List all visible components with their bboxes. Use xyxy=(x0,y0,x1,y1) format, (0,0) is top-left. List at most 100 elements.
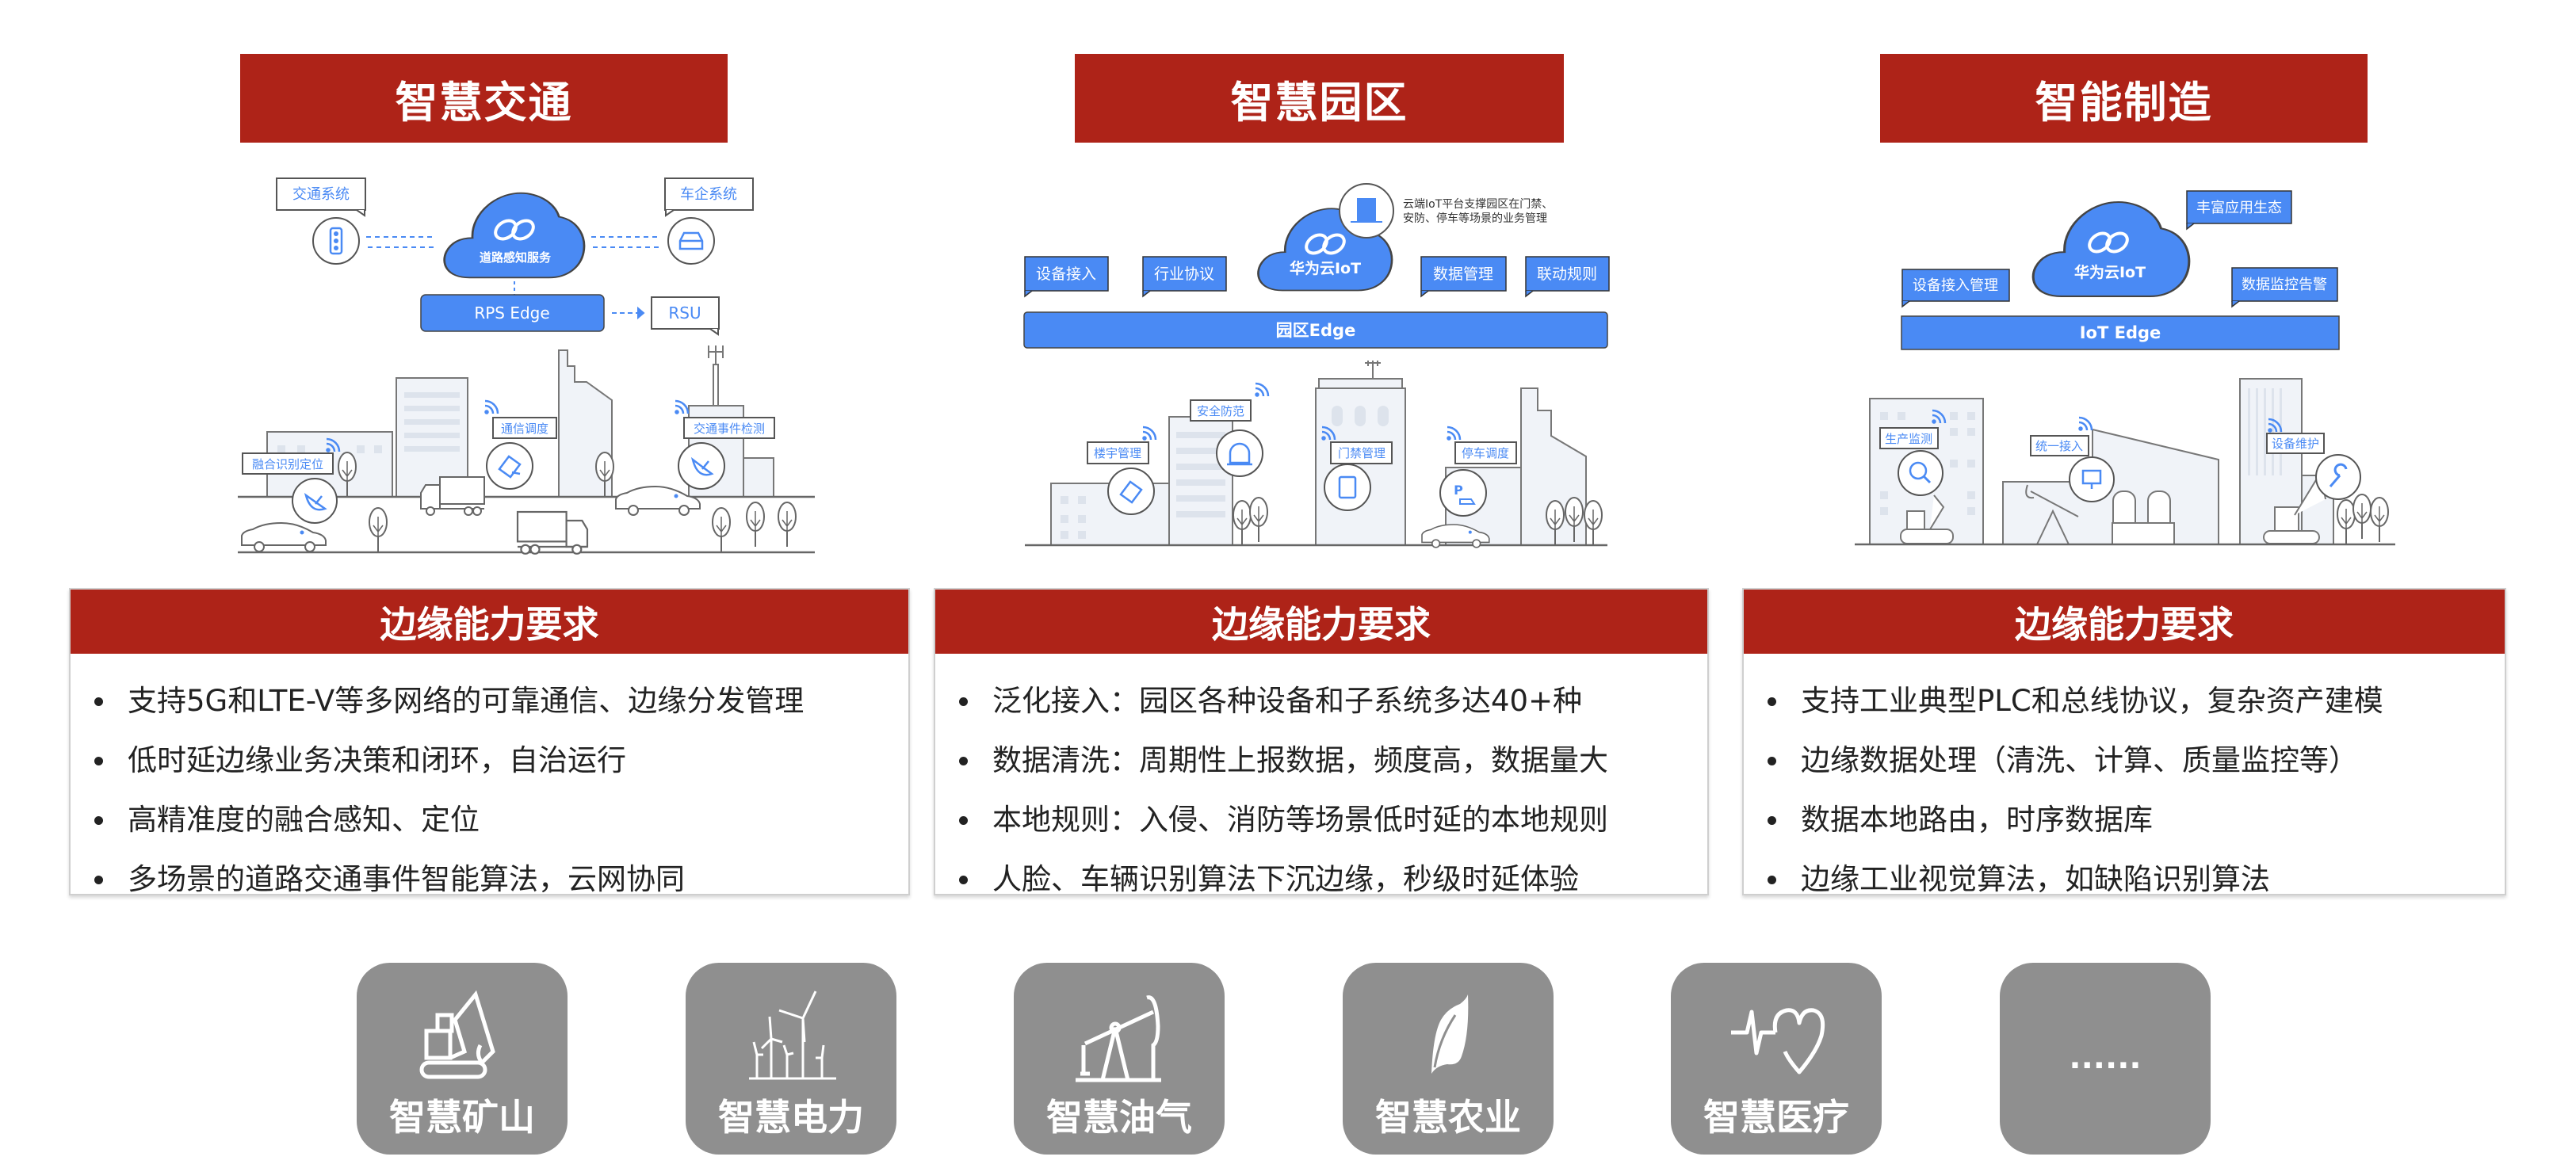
label-security: 安全防范 xyxy=(1190,399,1263,477)
tag-data-monitoring-alarm: 数据监控告警 xyxy=(2231,267,2338,308)
label-building-management: 楼宇管理 xyxy=(1087,441,1155,515)
svg-text:楼宇管理: 楼宇管理 xyxy=(1094,446,1141,460)
requirements-list: 泛化接入：园区各种设备和子系统多达40+种 数据清洗：周期性上报数据，频度高，数… xyxy=(935,654,1707,909)
label-rsu: RSU xyxy=(651,296,720,336)
excavator-icon xyxy=(419,990,495,1079)
cloud-huawei-iot: 华为云IoT xyxy=(1257,207,1393,292)
camera-icon xyxy=(498,455,522,479)
svg-text:车企系统: 车企系统 xyxy=(680,186,737,203)
edge-requirements-card-traffic: 边缘能力要求 支持5G和LTE-V等多网络的可靠通信、边缘分发管理 低时延边缘业… xyxy=(69,588,910,896)
dashed-arrows-left xyxy=(366,236,434,248)
bullet-icon xyxy=(1768,757,1776,765)
requirements-list: 支持5G和LTE-V等多网络的可靠通信、边缘分发管理 低时延边缘业务决策和闭环，… xyxy=(71,654,908,909)
tanks-illustration xyxy=(2112,490,2175,545)
bullet-icon xyxy=(1768,816,1776,825)
bullet-icon xyxy=(959,757,968,765)
camera-icon xyxy=(1119,480,1143,504)
label-fusion-positioning: 融合识别定位 xyxy=(242,452,338,524)
smart-park-diagram: 华为云IoT 云端IoT平台支撑园区在门禁、 安防、停车等场景的业务管理 设备接… xyxy=(1023,183,1610,548)
svg-text:数据监控告警: 数据监控告警 xyxy=(2242,277,2327,293)
more-ellipsis: ...... xyxy=(2069,1040,2142,1076)
svg-text:华为云IoT: 华为云IoT xyxy=(1290,259,1361,277)
label-equipment-maintenance: 设备维护 xyxy=(2266,433,2361,500)
park-note-line: 云端IoT平台支撑园区在门禁、 xyxy=(1403,198,1553,211)
svg-text:联动规则: 联动规则 xyxy=(1537,265,1597,283)
tile-smart-agriculture: 智慧农业 xyxy=(1343,963,1554,1155)
edge-requirements-card-park: 边缘能力要求 泛化接入：园区各种设备和子系统多达40+种 数据清洗：周期性上报数… xyxy=(934,588,1709,896)
card-header: 边缘能力要求 xyxy=(71,590,908,654)
svg-text:设备维护: 设备维护 xyxy=(2272,437,2319,451)
tag-device-access-management: 设备接入管理 xyxy=(1901,269,2010,308)
svg-text:通信调度: 通信调度 xyxy=(501,422,548,436)
svg-text:RPS Edge: RPS Edge xyxy=(474,303,549,323)
wind-turbine-icon xyxy=(749,991,836,1080)
svg-text:停车调度: 停车调度 xyxy=(1462,446,1509,460)
satellite-dish-icon xyxy=(304,492,327,511)
leaf-icon xyxy=(1431,994,1469,1074)
tag-industry-protocol: 行业协议 xyxy=(1142,256,1227,298)
parking-icon: P xyxy=(1454,483,1463,498)
svg-text:门禁管理: 门禁管理 xyxy=(1338,446,1385,460)
list-item: 支持工业典型PLC和总线协议，复杂资产建模 xyxy=(1744,671,2505,731)
label-parking-dispatch: 停车调度 P xyxy=(1439,441,1517,517)
svg-text:数据管理: 数据管理 xyxy=(1433,265,1493,283)
park-edge-bar: 园区Edge xyxy=(1023,311,1608,349)
bullet-icon xyxy=(959,816,968,825)
tile-smart-healthcare: 智慧医疗 xyxy=(1671,963,1882,1155)
tile-more: ...... xyxy=(2000,963,2211,1155)
label-access-control: 门禁管理 xyxy=(1324,441,1393,511)
dashed-arrow-to-rsu xyxy=(612,306,645,320)
oil-pump-illustration xyxy=(2025,484,2079,545)
door-access-icon xyxy=(1338,475,1357,499)
list-item: 泛化接入：园区各种设备和子系统多达40+种 xyxy=(935,671,1707,731)
svg-text:RSU: RSU xyxy=(668,303,701,323)
bullet-icon xyxy=(94,876,103,884)
label-traffic-event-detection: 交通事件检测 xyxy=(678,417,775,490)
list-item: 支持5G和LTE-V等多网络的可靠通信、边缘分发管理 xyxy=(71,671,908,731)
park-note-line: 安防、停车等场景的业务管理 xyxy=(1403,212,1547,225)
cloud-huawei-iot: 华为云IoT xyxy=(2031,200,2191,298)
svg-text:安全防范: 安全防范 xyxy=(1197,404,1244,418)
smart-traffic-diagram: 交通系统 道路感知服务 车企系统 RPS Edge RSU xyxy=(238,177,815,555)
bullet-icon xyxy=(94,757,103,765)
bullet-icon xyxy=(1768,876,1776,884)
building-icon xyxy=(1339,183,1394,239)
car-illustration xyxy=(241,522,327,552)
bullet-icon xyxy=(94,697,103,706)
tag-linkage-rules: 联动规则 xyxy=(1525,256,1610,298)
svg-text:行业协议: 行业协议 xyxy=(1154,265,1214,283)
list-item: 高精准度的融合感知、定位 xyxy=(71,790,908,849)
car-illustration xyxy=(615,486,701,516)
cloud-road-sensing-service: 道路感知服务 xyxy=(443,192,586,279)
oil-pump-icon xyxy=(1076,995,1161,1082)
svg-text:交通系统: 交通系统 xyxy=(292,186,350,203)
bullet-icon xyxy=(1768,697,1776,706)
list-item: 多场景的道路交通事件智能算法，云网协同 xyxy=(71,849,908,909)
svg-text:道路感知服务: 道路感知服务 xyxy=(480,250,552,265)
tag-device-access: 设备接入 xyxy=(1024,256,1109,298)
tile-label: 智慧电力 xyxy=(718,1096,864,1139)
tile-label: 智慧医疗 xyxy=(1703,1096,1849,1139)
robot-arm-illustration xyxy=(1900,494,1954,544)
tile-smart-power: 智慧电力 xyxy=(686,963,896,1155)
svg-text:设备接入管理: 设备接入管理 xyxy=(1913,277,1998,294)
label-communication-dispatch: 通信调度 xyxy=(486,417,557,490)
list-item: 数据清洗：周期性上报数据，频度高，数据量大 xyxy=(935,731,1707,790)
smart-manufacturing-diagram: 华为云IoT 丰富应用生态 设备接入管理 数据监控告警 IoT Edge 生产监… xyxy=(1855,190,2395,546)
section-title-smart-park: 智慧园区 xyxy=(1075,54,1564,143)
tag-app-ecosystem: 丰富应用生态 xyxy=(2186,190,2292,231)
rps-edge-box: RPS Edge xyxy=(420,294,605,332)
label-vehicle-enterprise-system: 车企系统 xyxy=(664,177,754,217)
svg-text:融合识别定位: 融合识别定位 xyxy=(252,457,323,471)
svg-text:统一接入: 统一接入 xyxy=(2035,439,2083,453)
tile-label: 智慧农业 xyxy=(1375,1096,1521,1139)
bullet-icon xyxy=(959,876,968,884)
alarm-light-icon xyxy=(1227,442,1252,466)
satellite-dish-icon xyxy=(690,456,714,476)
svg-text:生产监测: 生产监测 xyxy=(1885,432,1932,446)
heartbeat-icon xyxy=(1731,1008,1825,1074)
tile-smart-mining: 智慧矿山 xyxy=(357,963,568,1155)
list-item: 本地规则：入侵、消防等场景低时延的本地规则 xyxy=(935,790,1707,849)
bullet-icon xyxy=(959,697,968,706)
svg-text:园区Edge: 园区Edge xyxy=(1276,321,1356,340)
